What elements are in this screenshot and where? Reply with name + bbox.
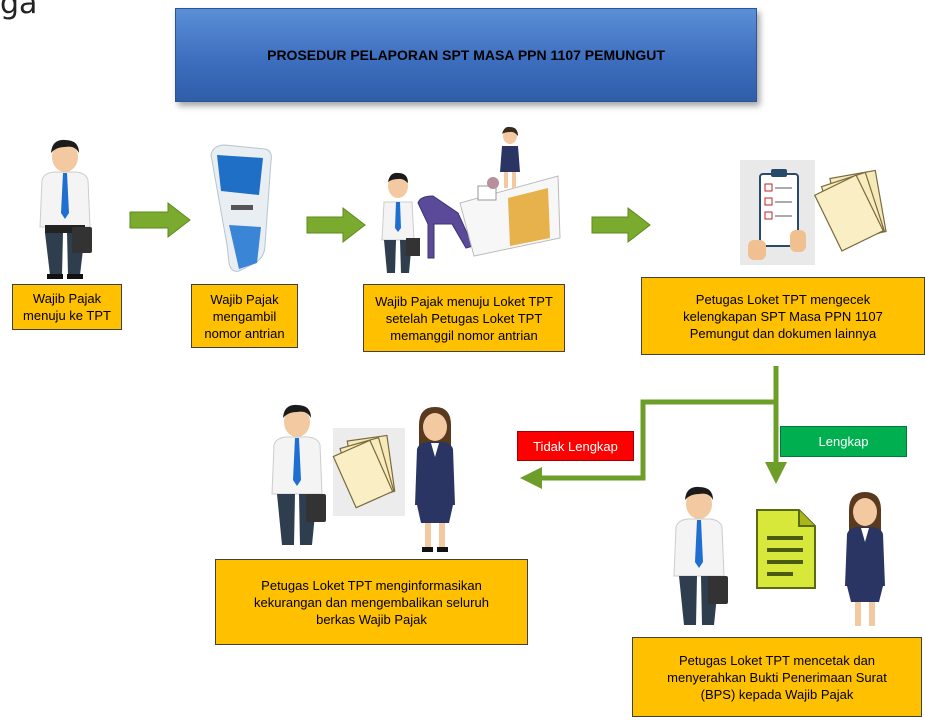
taxpayer-figure — [673, 486, 728, 625]
officer-figure — [415, 407, 455, 552]
receipt-document-icon — [756, 509, 816, 589]
step-box: Petugas Loket TPT mencetak dan menyerahk… — [632, 637, 922, 717]
queue-kiosk-icon — [210, 144, 272, 272]
flow-arrow-icon — [129, 201, 191, 239]
flow-arrow-icon — [591, 206, 651, 244]
flow-arrow-icon — [306, 206, 366, 244]
documents-icon — [332, 428, 405, 516]
step-box: Petugas Loket TPT mengecek kelengkapan S… — [641, 277, 925, 355]
corner-fragment-text: ga — [0, 0, 38, 21]
taxpayer-figure — [39, 139, 92, 279]
arrowhead-down-icon — [765, 462, 787, 484]
incomplete-label: Tidak Lengkap — [517, 431, 634, 461]
arrowhead-left-icon — [520, 467, 542, 489]
complete-label: Lengkap — [780, 426, 907, 457]
checklist-documents-icon — [740, 160, 887, 265]
officer-figure — [845, 492, 885, 626]
step-box: Wajib Pajak mengambil nomor antrian — [191, 284, 298, 348]
step-box: Petugas Loket TPT menginformasikan kekur… — [215, 559, 528, 645]
step-box: Wajib Pajak menuju ke TPT — [12, 284, 122, 330]
taxpayer-figure — [271, 404, 326, 545]
step-box: Wajib Pajak menuju Loket TPT setelah Pet… — [363, 284, 565, 352]
service-counter-scene — [381, 126, 561, 273]
page-title: PROSEDUR PELAPORAN SPT MASA PPN 1107 PEM… — [175, 8, 757, 102]
